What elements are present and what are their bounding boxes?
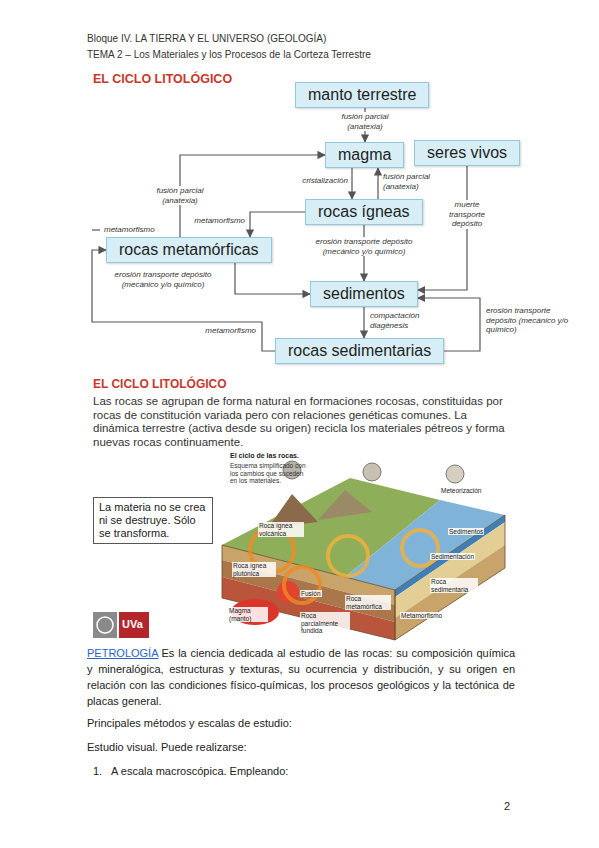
- figure-title: El ciclo de las rocas.: [230, 452, 299, 459]
- body-paragraph: PETROLOGÍAEs la ciencia dedicada al estu…: [87, 645, 515, 709]
- process-box: rocas sedimentarias: [275, 338, 444, 364]
- connector-arrow: [377, 168, 378, 199]
- connector-arrow: [363, 307, 364, 338]
- edge-label: fusión parcial (anatexia): [149, 186, 211, 205]
- figure-label: Metamorfismo: [400, 612, 443, 619]
- edge-label: erosión transporte depósito (mecánico y/…: [299, 237, 429, 256]
- page-number: 2: [504, 800, 510, 812]
- body-text: Principales métodos y escalas de estudio…: [87, 717, 292, 729]
- edge-label: erosión transporte depósito (mecánico y/…: [486, 306, 578, 335]
- diagram-title: EL CICLO LITOLÓGICO: [93, 72, 232, 86]
- process-label: metamorfismo: [104, 225, 155, 234]
- leader-line: [92, 229, 100, 230]
- section-title: EL CICLO LITOLÓGICO: [93, 377, 227, 391]
- front-layer: [222, 577, 395, 640]
- page-header: TEMA 2 – Los Materiales y los Procesos d…: [87, 49, 371, 60]
- body-text: Estudio visual. Puede realizarse:: [87, 741, 247, 753]
- logo-seal: [97, 617, 113, 633]
- logo-box: [119, 612, 149, 638]
- logo-text: UVa: [122, 618, 143, 630]
- process-box: rocas ígneas: [305, 199, 423, 225]
- figure-label: Roca sedimentaria: [430, 578, 478, 593]
- edge-label: fusión parcial (anatexia): [334, 112, 396, 131]
- logo-seal: [93, 612, 117, 638]
- cycle-ring: [402, 530, 438, 566]
- edge-label: metamorfismo: [196, 326, 256, 336]
- cycle-ring: [328, 536, 368, 576]
- box-text: sedimentos: [323, 285, 405, 302]
- box-text: magma: [338, 146, 391, 163]
- figure-label: Roca metamórfica: [345, 595, 391, 610]
- body-text: A escala macroscópica. Empleando:: [111, 765, 288, 777]
- sea-surface: [345, 500, 505, 590]
- connector-arrow: [235, 263, 310, 294]
- quote-box: La materia no se crea ni se destruye. Só…: [93, 497, 213, 544]
- process-box: seres vivos: [414, 140, 520, 166]
- figure-label: Meteorización: [440, 487, 482, 494]
- figure-label: Roca ígnea volcánica: [258, 522, 304, 537]
- term-link: PETROLOGÍA: [87, 647, 159, 659]
- edge-label: cristalización: [286, 176, 348, 186]
- connector-arrow: [92, 250, 275, 351]
- box-text: seres vivos: [427, 144, 507, 161]
- box-text: rocas metamórficas: [119, 241, 259, 258]
- box-text: rocas sedimentarias: [288, 342, 431, 359]
- process-box: manto terrestre: [295, 82, 429, 108]
- figure-label: Roca parcialmente fundida: [300, 612, 350, 635]
- intro-text: Las rocas se agrupan de forma natural en…: [93, 395, 511, 449]
- figure-label: Sedimentación: [430, 553, 475, 560]
- mountain: [318, 490, 372, 520]
- edge-label: metamorfismo: [185, 216, 245, 226]
- edge-label: muerte transporte depósito: [443, 200, 491, 229]
- connector-arrow: [351, 168, 352, 199]
- magma-blob: [277, 581, 299, 603]
- block-outline: [395, 515, 505, 640]
- process-box: magma: [325, 142, 404, 168]
- edge-label: fusión parcial (anatexia): [383, 172, 445, 191]
- figure-label: Roca ígnea plutónica: [232, 562, 276, 577]
- figure-note: Esquema simplificado con los cambios que…: [230, 462, 308, 485]
- edge-label: compactación diagénesis: [370, 311, 432, 330]
- process-box: rocas metamórficas: [106, 237, 272, 263]
- process-box: sedimentos: [310, 281, 418, 307]
- cycle-ring: [284, 567, 320, 603]
- rock-sample: [363, 463, 381, 481]
- figure-label: Fusión: [300, 590, 322, 597]
- figure-label: Sedimentos: [448, 528, 484, 535]
- page-header: Bloque IV. LA TIERRA Y EL UNIVERSO (GEOL…: [87, 33, 326, 44]
- figure-label: Magma (manto): [228, 607, 268, 622]
- box-text: manto terrestre: [308, 86, 416, 103]
- rock-sample: [446, 465, 464, 483]
- box-text: rocas ígneas: [318, 203, 410, 220]
- list-number: 1.: [93, 765, 102, 777]
- box-text: La materia no se crea ni se destruye. Só…: [99, 501, 205, 539]
- connector-arrow: [250, 212, 305, 237]
- edge-label: erosión transporte depósito (mecánico y/…: [98, 270, 228, 289]
